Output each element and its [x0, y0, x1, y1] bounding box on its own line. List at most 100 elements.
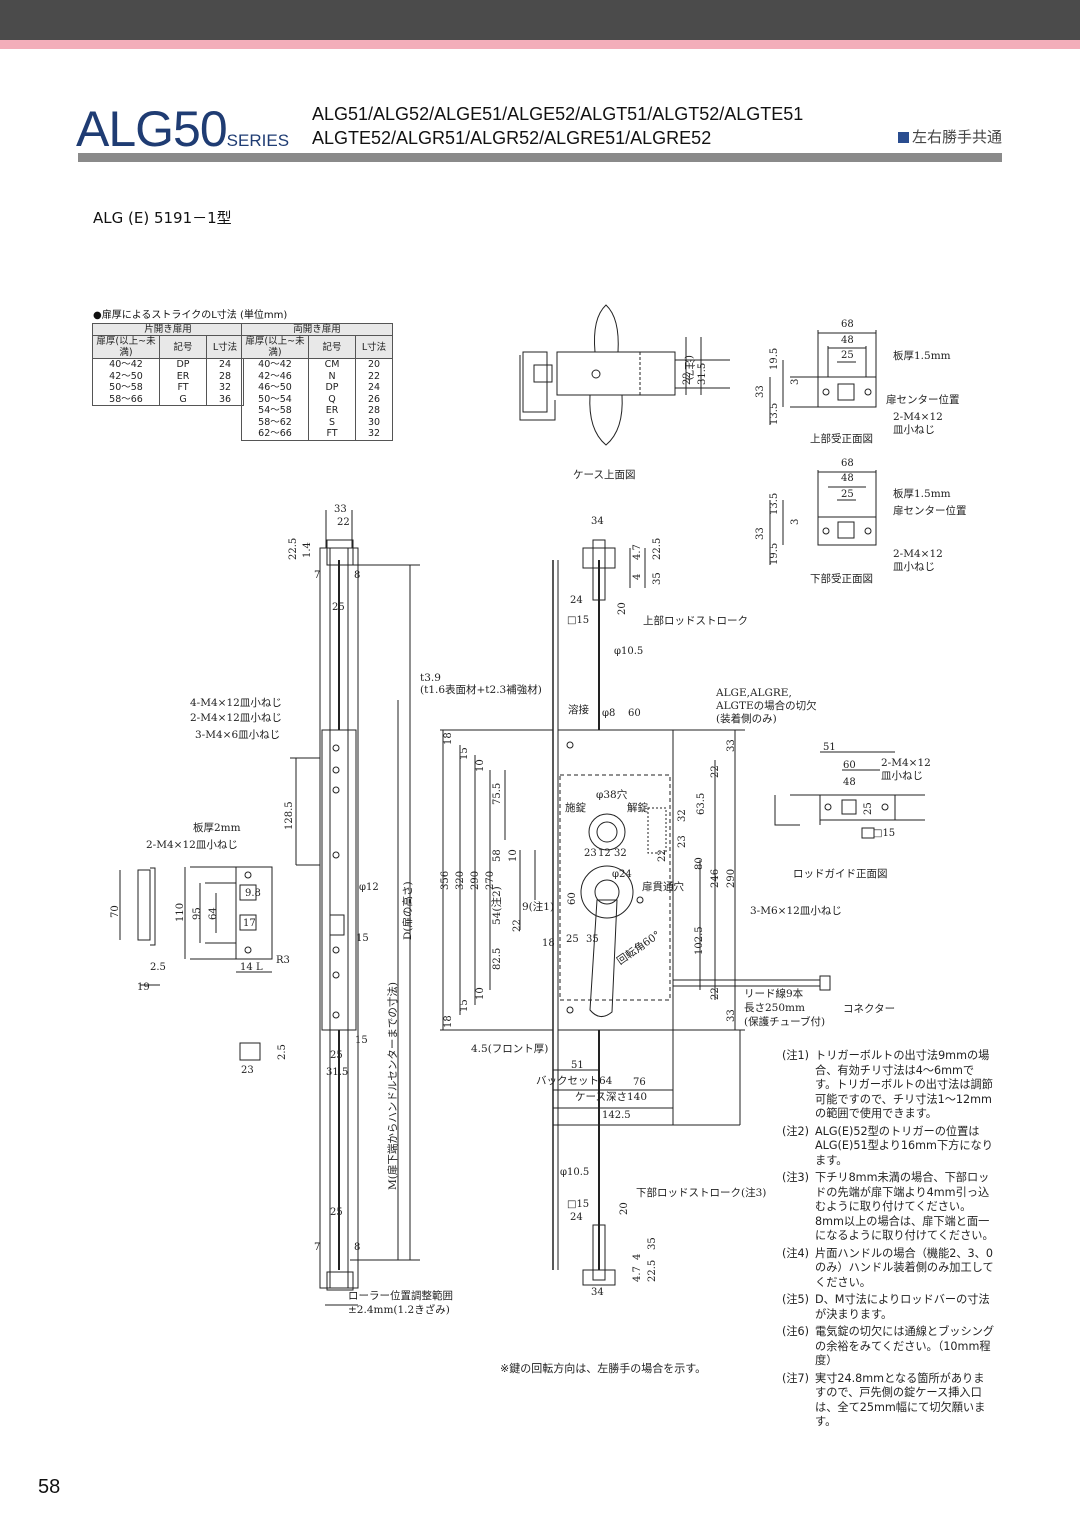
svg-text:58: 58	[492, 849, 503, 862]
screw-3m4-label: 3-M4×6皿小ねじ	[195, 729, 280, 741]
svg-text:9.8: 9.8	[245, 888, 261, 899]
plate-thickness-lower: 板厚1.5mm	[893, 487, 951, 500]
case-depth-label: ケース深さ140	[575, 1091, 647, 1103]
svg-text:25: 25	[332, 602, 345, 613]
svg-text:34: 34	[591, 516, 604, 527]
svg-text:33: 33	[726, 1009, 737, 1022]
screw-lower-2: 皿小ねじ	[893, 561, 935, 573]
svg-text:60: 60	[843, 760, 856, 771]
handle-height-label: M(扉下端からハンドルセンターまでの寸法)	[386, 982, 399, 1190]
svg-text:48: 48	[841, 473, 854, 484]
svg-text:2.5: 2.5	[150, 962, 166, 973]
double-symbol: CM N DP Q ER S FT	[308, 358, 356, 441]
model-subtitle: ALG (E) 5191－1型	[93, 209, 232, 227]
svg-text:32: 32	[614, 848, 627, 859]
model-list: ALG51/ALG52/ALGE51/ALGE52/ALGT51/ALGT52/…	[312, 102, 803, 150]
svg-text:51: 51	[571, 1060, 584, 1071]
note-2: (注2)ALG(E)52型のトリガーの位置はALG(E)51型より16mm下方に…	[782, 1124, 993, 1167]
svg-text:22: 22	[710, 765, 721, 778]
notes-list: (注1)トリガーボルトの出寸法9mmの場合、有効チリ寸法は4～6mmです。トリガ…	[782, 1049, 994, 1433]
svg-text:290: 290	[470, 871, 481, 890]
svg-text:33: 33	[726, 739, 737, 752]
case-top-view	[519, 304, 730, 446]
svg-text:22.5: 22.5	[647, 1260, 658, 1282]
svg-text:63.5: 63.5	[696, 793, 707, 815]
svg-text:35: 35	[647, 1237, 658, 1250]
svg-text:320: 320	[455, 871, 466, 890]
cutout-label-3: (装着側のみ)	[716, 712, 777, 725]
svg-text:18: 18	[542, 938, 555, 949]
screw-rodguide-1: 2-M4×12	[881, 757, 931, 769]
svg-text:22: 22	[710, 987, 721, 1000]
thickness-detail: (t1.6表面材+t2.3補強材)	[420, 683, 542, 696]
rod-guide-view	[774, 751, 925, 839]
note-1: (注1)トリガーボルトの出寸法9mmの場合、有効チリ寸法は4～6mmです。トリガ…	[782, 1049, 993, 1120]
svg-text:102.5: 102.5	[694, 926, 705, 955]
svg-text:3: 3	[790, 519, 801, 525]
rotation-label: 回転角60°	[615, 929, 663, 968]
single-length: 24 28 32 36	[206, 358, 244, 406]
svg-text:12: 12	[598, 848, 611, 859]
svg-text:18: 18	[443, 1015, 454, 1028]
thickness-label: t3.9	[420, 672, 441, 684]
svg-text:80: 80	[694, 857, 705, 870]
svg-text:10: 10	[475, 759, 486, 772]
svg-text:19: 19	[137, 982, 150, 993]
svg-text:60: 60	[567, 892, 578, 905]
svg-text:φ8: φ8	[602, 708, 615, 719]
lead-wire-3: (保護チューブ付)	[744, 1015, 825, 1028]
backset-label: バックセット64	[536, 1075, 613, 1087]
svg-text:33: 33	[755, 527, 766, 540]
svg-text:14: 14	[240, 962, 253, 973]
note2-ref: 54(注2)	[490, 886, 503, 925]
door-height-label: D(扉の高さ)	[401, 881, 414, 940]
svg-text:15: 15	[356, 933, 369, 944]
svg-text:13.5: 13.5	[769, 493, 780, 515]
note-3: (注3)下チリ8mm未満の場合、下部ロッドの先端が扉下端より4mm引っ込むように…	[782, 1171, 994, 1242]
note-7: (注7)実寸24.8mmとなる箇所がありますので、戸先側の錠ケース挿入口は、全て…	[782, 1371, 986, 1429]
col-thickness: 扉厚(以上~未満)	[241, 335, 309, 359]
svg-text:L: L	[256, 962, 263, 973]
upper-rod-stroke: 上部ロッドストローク	[643, 614, 748, 627]
svg-text:φ12: φ12	[359, 882, 379, 893]
lower-strike-view	[769, 470, 877, 565]
svg-text:35: 35	[652, 572, 663, 585]
screw-lower-1: 2-M4×12	[893, 548, 943, 560]
screw-4m4-label: 4-M4×12皿小ねじ	[190, 697, 282, 709]
note-4: (注4)片面ハンドルの場合（機能2、3、0のみ）ハンドル装着側のみ加工してくださ…	[782, 1246, 994, 1289]
screw-rodguide-2: 皿小ねじ	[881, 770, 923, 782]
screw-upper-1: 2-M4×12	[893, 411, 943, 423]
svg-text:60: 60	[628, 708, 641, 719]
cutout-label-1: ALGE,ALGRE,	[715, 687, 792, 699]
svg-text:35: 35	[586, 934, 599, 945]
svg-text:13.5: 13.5	[769, 403, 780, 425]
svg-text:22.5: 22.5	[288, 538, 299, 560]
svg-text:2.5: 2.5	[277, 1044, 288, 1060]
note7-ref: (注7)	[683, 355, 696, 380]
svg-text:356: 356	[440, 871, 451, 890]
svg-text:22.5: 22.5	[652, 538, 663, 560]
svg-text:φ10.5: φ10.5	[614, 646, 643, 657]
svg-text:20: 20	[617, 602, 628, 615]
door-center-lower: 扉センター位置	[893, 504, 967, 517]
svg-text:15: 15	[459, 747, 470, 760]
strike-detail-view	[119, 866, 273, 1061]
col-length: L寸法	[355, 335, 393, 359]
svg-text:10: 10	[508, 849, 519, 862]
front-edge-view	[290, 510, 420, 1306]
svg-text:68: 68	[841, 319, 854, 330]
screw-upper-2: 皿小ねじ	[893, 424, 935, 436]
svg-text:25: 25	[330, 1207, 343, 1218]
svg-text:95: 95	[192, 907, 203, 920]
svg-text:23: 23	[677, 835, 688, 848]
svg-text:10: 10	[475, 987, 486, 1000]
model-line-1: ALG51/ALG52/ALGE51/ALGE52/ALGT51/ALGT52/…	[312, 104, 804, 124]
svg-text:290: 290	[726, 869, 737, 888]
upper-strike-label: 上部受正面図	[810, 432, 873, 445]
screw-m6-label: 3-M6×12皿小ねじ	[750, 905, 842, 917]
svg-text:70: 70	[110, 905, 121, 918]
through-hole-label: 扉貫通穴	[642, 880, 684, 893]
connector-label: コネクター	[843, 1003, 895, 1015]
svg-text:15: 15	[459, 999, 470, 1012]
strike-table-single: 片開き扉用 扉厚(以上~未満) 記号 L寸法 40～42 42～50 50～58…	[92, 323, 244, 406]
